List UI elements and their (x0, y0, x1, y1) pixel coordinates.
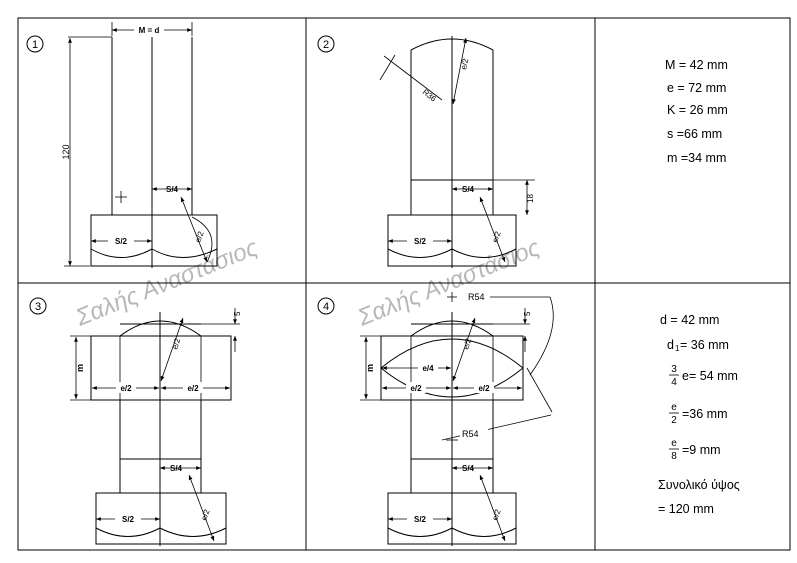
label-e2-bottom: e/2 (490, 230, 502, 244)
spec-d1-symbol: d (667, 338, 674, 352)
table-grid (17, 17, 791, 551)
label-r54-top: R54 (468, 292, 485, 302)
spec-total-value: = 120 mm (658, 502, 714, 516)
spec-line: M = 42 mm (665, 58, 728, 72)
panel-4: 4 R54 5 e/2 m e/4 (317, 292, 554, 546)
panel-2: 2 R36 e/2 S/4 18 S/2 e/2 (317, 35, 535, 268)
panel-number: 1 (32, 39, 38, 51)
label-e2-top: e/2 (459, 57, 470, 70)
panel-1: 1 M = d 120 S/4 S/2 e/2 (26, 22, 218, 268)
label-e2-top: e/2 (461, 337, 473, 351)
label-s4: S/4 (170, 464, 183, 473)
spec-line: s =66 mm (667, 127, 722, 141)
label-e2-left: e/2 (410, 384, 422, 393)
spec-total-label: Συνολικό ύψος (658, 478, 740, 492)
label-m: m (365, 364, 375, 372)
label-s2: S/2 (414, 515, 427, 524)
panel-number: 3 (35, 301, 41, 313)
spec-d: d = 42 mm (660, 313, 719, 327)
spec-d1-subscript: 1 (675, 344, 680, 353)
spec-d1-value: = 36 mm (680, 338, 729, 352)
spec-line: e = 72 mm (667, 81, 726, 95)
label-e4: e/4 (422, 364, 434, 373)
label-e2-top: e/2 (170, 337, 182, 351)
frac-e8-den: 8 (671, 451, 677, 462)
label-e2-right: e/2 (478, 384, 490, 393)
panel-3: 3 5 e/2 m e/2 e/2 S/4 (29, 297, 242, 546)
label-e2-right: e/2 (187, 384, 199, 393)
spec-line: m =34 mm (667, 151, 726, 165)
label-r36: R36 (421, 87, 439, 103)
label-s4: S/4 (462, 464, 475, 473)
label-e2: e/2 (193, 230, 205, 244)
frac-e8-num: e (671, 438, 677, 449)
label-m-equals-d: M = d (139, 26, 160, 35)
specs-bottom: d = 42 mm d 1 = 36 mm 3 4 e= 54 mm e 2 =… (658, 313, 740, 516)
spec-three-quarter-e: e= 54 mm (682, 369, 738, 383)
label-s2: S/2 (122, 515, 135, 524)
frac-34-num: 3 (671, 364, 677, 375)
label-e2-bottom: e/2 (199, 508, 211, 522)
frac-e2-num: e (671, 402, 677, 413)
label-120: 120 (61, 144, 71, 159)
frac-34-den: 4 (671, 377, 677, 388)
panel-number-circle (26, 35, 44, 53)
label-s4: S/4 (462, 185, 475, 194)
label-m: m (75, 364, 85, 372)
specs-top: M = 42 mm e = 72 mm K = 26 mm s =66 mm m… (665, 58, 728, 165)
panel-number: 2 (323, 39, 329, 51)
panel-number: 4 (323, 301, 329, 313)
spec-line: K = 26 mm (667, 103, 728, 117)
label-e2-left: e/2 (120, 384, 132, 393)
label-r54-bottom: R54 (462, 429, 479, 439)
label-e2-bottom: e/2 (490, 508, 502, 522)
spec-half-e: =36 mm (682, 407, 728, 421)
label-s4: S/4 (166, 185, 179, 194)
label-s2: S/2 (414, 237, 427, 246)
label-5: 5 (233, 311, 242, 316)
label-18: 18 (526, 194, 535, 203)
frac-e2-den: 2 (671, 415, 677, 426)
spec-eighth-e: =9 mm (682, 443, 721, 457)
label-s2: S/2 (115, 237, 128, 246)
label-5: 5 (523, 311, 532, 316)
